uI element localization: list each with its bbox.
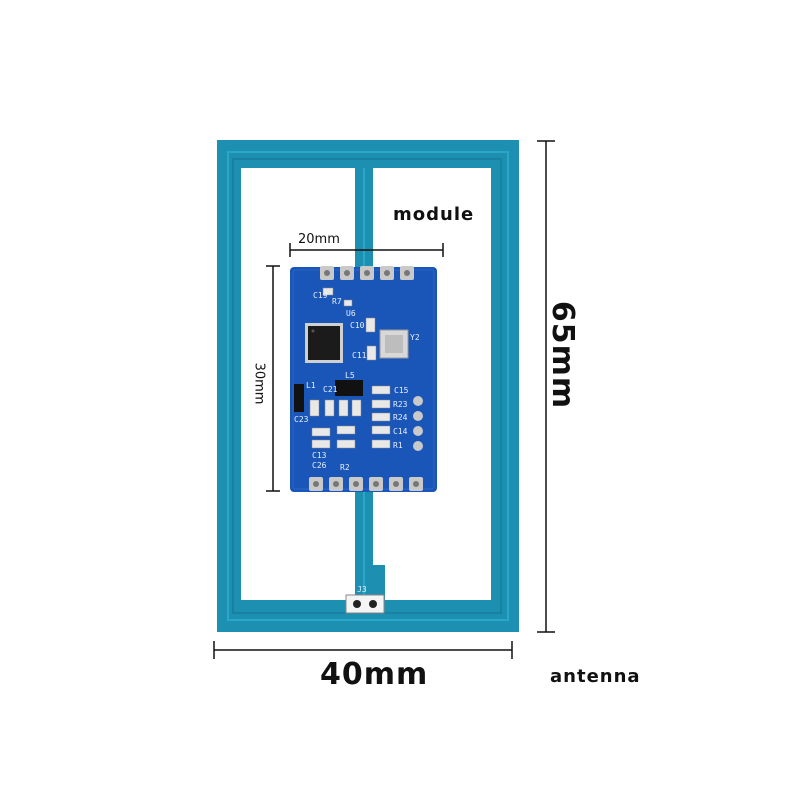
silk-l5: L5 xyxy=(345,371,355,380)
silk-r7: R7 xyxy=(332,297,342,306)
crystal-y2 xyxy=(379,329,409,359)
smd-components xyxy=(309,287,391,449)
silk-u6: U6 xyxy=(346,309,356,318)
silk-c21: C21 xyxy=(323,385,338,394)
silk-r2: R2 xyxy=(340,463,350,472)
silk-r1: R1 xyxy=(393,441,403,450)
silk-l1: L1 xyxy=(306,381,316,390)
main-ic-chip xyxy=(305,323,343,363)
silk-c14: C14 xyxy=(393,427,408,436)
module-board: C19 R7 U6 C10 C11 Y2 L5 L1 C21 C23 C15 R… xyxy=(290,266,437,492)
module-label: module xyxy=(393,204,475,225)
bottom-header-pads xyxy=(309,477,423,491)
antenna-height-label: 65mm xyxy=(545,300,581,410)
silk-y2: Y2 xyxy=(410,333,420,342)
silk-c26: C26 xyxy=(312,461,327,470)
silk-c15: C15 xyxy=(394,386,409,395)
silk-c10: C10 xyxy=(350,321,365,330)
antenna-label: antenna xyxy=(550,666,641,687)
silk-c23: C23 xyxy=(294,415,309,424)
silk-c19: C19 xyxy=(313,291,328,300)
top-header-pads xyxy=(320,266,414,280)
antenna-width-label: 40mm xyxy=(320,657,429,692)
inductor-l1 xyxy=(294,384,304,412)
silk-c13: C13 xyxy=(312,451,327,460)
inductor-l5 xyxy=(335,380,363,396)
module-height-label: 30mm xyxy=(251,362,267,405)
right-pads xyxy=(413,396,423,451)
silk-r23: R23 xyxy=(393,400,408,409)
silk-r24: R24 xyxy=(393,413,408,422)
module-width-label: 20mm xyxy=(298,232,340,247)
j3-connector: J3 xyxy=(345,585,385,614)
silk-j3: J3 xyxy=(357,585,367,594)
silkscreen-labels: C19 R7 U6 C10 C11 Y2 L5 L1 C21 C23 C15 R… xyxy=(294,291,420,472)
silk-c11: C11 xyxy=(352,351,367,360)
dimension-lines xyxy=(213,140,555,659)
